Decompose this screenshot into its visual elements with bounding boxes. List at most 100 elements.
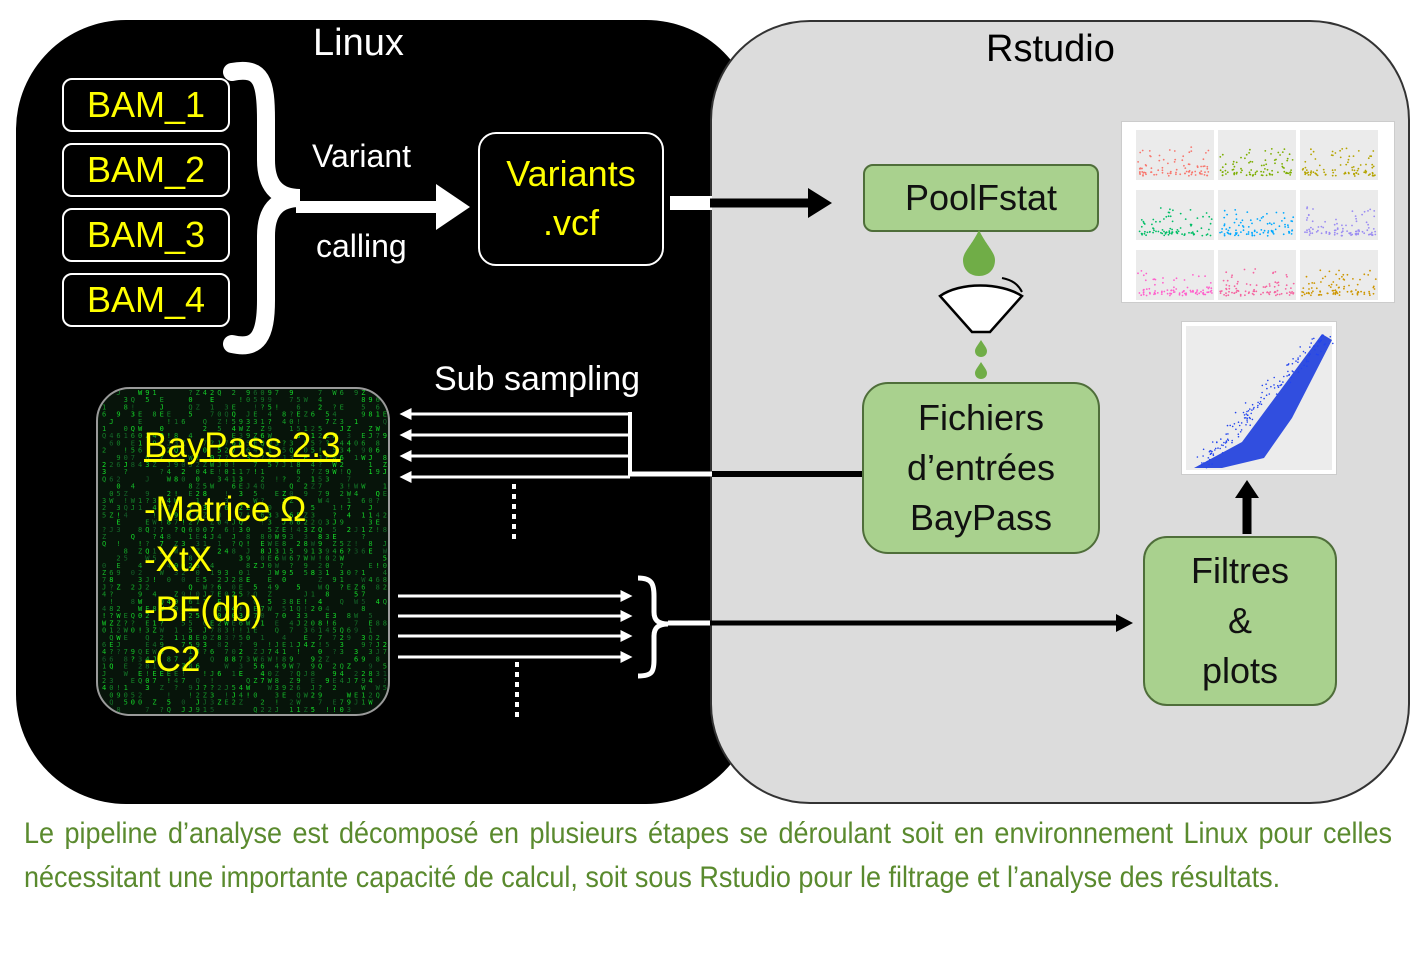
svg-text:0: 0 — [181, 475, 185, 483]
manhattan-point — [1181, 233, 1183, 235]
svg-text:Z: Z — [160, 684, 164, 692]
manhattan-point — [1290, 292, 1292, 294]
manhattan-point — [1198, 171, 1201, 174]
manhattan-point — [1270, 230, 1273, 233]
svg-text:7: 7 — [174, 655, 178, 663]
scatter-point — [1311, 338, 1313, 340]
svg-text:2: 2 — [239, 504, 243, 512]
manhattan-point — [1145, 173, 1147, 176]
manhattan-point — [1333, 223, 1336, 226]
svg-text:W: W — [138, 605, 143, 613]
manhattan-point — [1309, 171, 1312, 174]
manhattan-point — [1270, 148, 1273, 150]
svg-text:1: 1 — [138, 504, 142, 512]
manhattan-point — [1249, 148, 1251, 151]
svg-text:E: E — [138, 418, 142, 426]
manhattan-point — [1190, 150, 1193, 152]
svg-text:3: 3 — [224, 627, 228, 635]
manhattan-point — [1188, 231, 1190, 234]
manhattan-point — [1157, 169, 1160, 172]
scatter-point — [1211, 463, 1213, 465]
manhattan-point — [1173, 291, 1176, 293]
manhattan-point — [1290, 233, 1293, 235]
manhattan-point — [1161, 171, 1164, 174]
manhattan-point — [1332, 292, 1335, 294]
scatter-point — [1247, 410, 1250, 412]
svg-text:Z: Z — [282, 490, 286, 498]
scatter-point — [1251, 403, 1254, 406]
svg-text:2: 2 — [131, 583, 135, 591]
svg-text:3: 3 — [174, 439, 178, 447]
svg-text:?: ? — [174, 526, 178, 534]
manhattan-point — [1235, 229, 1237, 232]
svg-text:4: 4 — [124, 511, 128, 519]
svg-text:Z: Z — [368, 425, 372, 433]
manhattan-point — [1367, 157, 1370, 160]
svg-text:Z: Z — [210, 634, 214, 642]
svg-text:6: 6 — [296, 684, 300, 692]
manhattan-point — [1311, 232, 1314, 235]
svg-text:W: W — [282, 555, 287, 563]
svg-text:9: 9 — [246, 432, 250, 440]
svg-text:?: ? — [152, 526, 156, 534]
manhattan-point — [1359, 164, 1362, 166]
manhattan-point — [1150, 171, 1152, 174]
svg-text:0: 0 — [174, 562, 178, 570]
svg-text:8: 8 — [203, 490, 207, 498]
svg-text:Z: Z — [102, 533, 106, 541]
svg-text:8: 8 — [282, 655, 286, 663]
svg-text:W: W — [102, 619, 107, 627]
manhattan-point — [1249, 173, 1252, 176]
manhattan-point — [1351, 166, 1353, 169]
svg-text:Z: Z — [311, 483, 315, 491]
manhattan-point — [1228, 285, 1231, 287]
svg-text:5: 5 — [131, 447, 135, 455]
svg-text:2: 2 — [318, 655, 322, 663]
svg-text:8: 8 — [376, 619, 380, 627]
manhattan-point — [1372, 292, 1375, 295]
manhattan-point — [1262, 286, 1265, 288]
svg-text:6: 6 — [224, 526, 228, 534]
svg-text:8: 8 — [361, 605, 365, 613]
svg-text:Q: Q — [289, 447, 293, 455]
svg-text:2: 2 — [268, 706, 272, 714]
svg-text:Z: Z — [210, 519, 214, 527]
svg-text:4: 4 — [383, 569, 387, 577]
manhattan-point — [1255, 290, 1258, 293]
svg-text:3: 3 — [239, 432, 243, 440]
scatter-point — [1314, 348, 1316, 351]
svg-text:5: 5 — [145, 396, 149, 404]
svg-text:8: 8 — [296, 461, 300, 469]
svg-text:Q: Q — [181, 526, 185, 534]
svg-text:J: J — [246, 411, 250, 419]
svg-text:1: 1 — [332, 504, 336, 512]
manhattan-point — [1175, 171, 1177, 174]
svg-text:4: 4 — [332, 547, 336, 555]
svg-text:1: 1 — [124, 432, 128, 440]
manhattan-point — [1165, 231, 1168, 234]
svg-text:W: W — [138, 598, 143, 606]
svg-text:W: W — [124, 627, 129, 635]
filtres-label-3: plots — [1201, 649, 1279, 691]
svg-text:4: 4 — [332, 411, 336, 419]
svg-text:0: 0 — [196, 569, 200, 577]
svg-text:E: E — [124, 634, 128, 642]
svg-text:6: 6 — [109, 439, 113, 447]
svg-text:J: J — [304, 591, 308, 599]
svg-text:!: ! — [224, 691, 228, 699]
svg-text:Q: Q — [340, 627, 344, 635]
svg-text:?: ? — [361, 533, 365, 541]
svg-text:1: 1 — [239, 468, 243, 476]
svg-text:9: 9 — [196, 706, 200, 714]
manhattan-point — [1282, 166, 1284, 169]
svg-text:9: 9 — [196, 641, 200, 649]
svg-text:5: 5 — [188, 627, 192, 635]
manhattan-point — [1335, 284, 1338, 286]
svg-text:E: E — [239, 583, 243, 591]
svg-text:J: J — [304, 670, 308, 678]
svg-text:4: 4 — [311, 461, 315, 469]
manhattan-point — [1310, 170, 1313, 172]
svg-text:J: J — [217, 461, 221, 469]
manhattan-point — [1371, 174, 1374, 177]
svg-text:0: 0 — [217, 511, 221, 519]
